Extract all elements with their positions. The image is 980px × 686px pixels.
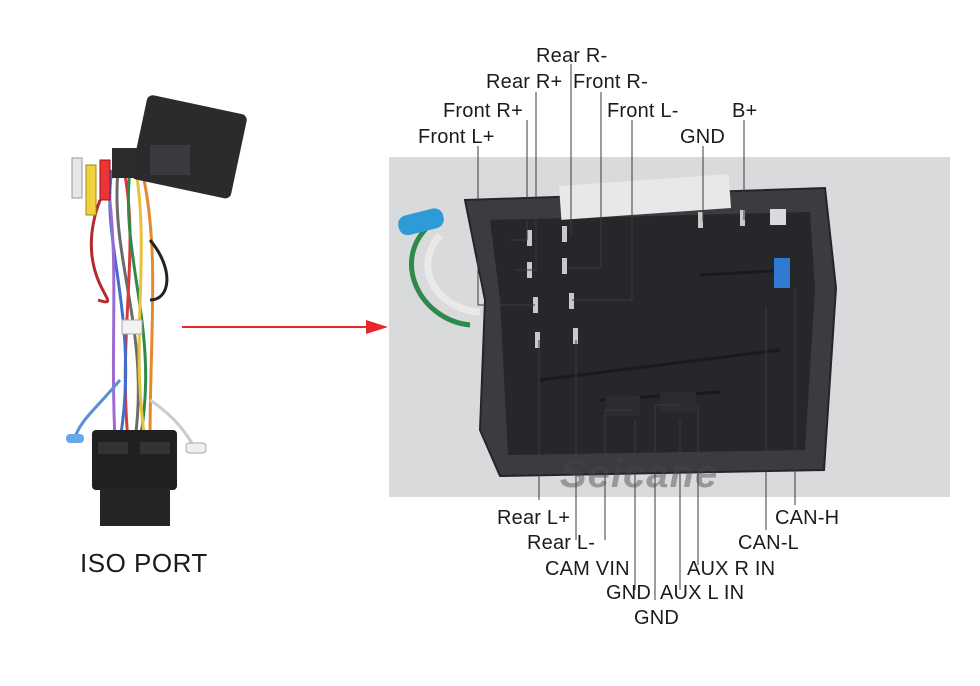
- label-rear-r-minus: Rear R-: [536, 45, 608, 67]
- label-rear-r-plus: Rear R+: [486, 71, 563, 93]
- label-gnd-top: GND: [680, 126, 726, 148]
- iso-harness-image: [66, 95, 247, 526]
- watermark-text: Seicane: [560, 452, 719, 496]
- label-gnd-1: GND: [606, 582, 652, 604]
- iso-port-label: ISO PORT: [80, 548, 208, 578]
- label-b-plus: B+: [732, 100, 758, 122]
- label-front-l-minus: Front L-: [607, 100, 679, 122]
- label-front-l-plus: Front L+: [418, 126, 495, 148]
- label-can-l: CAN-L: [738, 532, 800, 554]
- label-rear-l-minus: Rear L-: [527, 532, 596, 554]
- label-gnd-2: GND: [634, 607, 680, 629]
- label-rear-l-plus: Rear L+: [497, 507, 571, 529]
- label-aux-r-in: AUX R IN: [687, 558, 776, 580]
- label-front-r-plus: Front R+: [443, 100, 523, 122]
- label-front-r-minus: Front R-: [573, 71, 648, 93]
- label-can-h: CAN-H: [775, 507, 840, 529]
- label-aux-l-in: AUX L IN: [660, 582, 745, 604]
- label-cam-vin: CAM VIN: [545, 558, 630, 580]
